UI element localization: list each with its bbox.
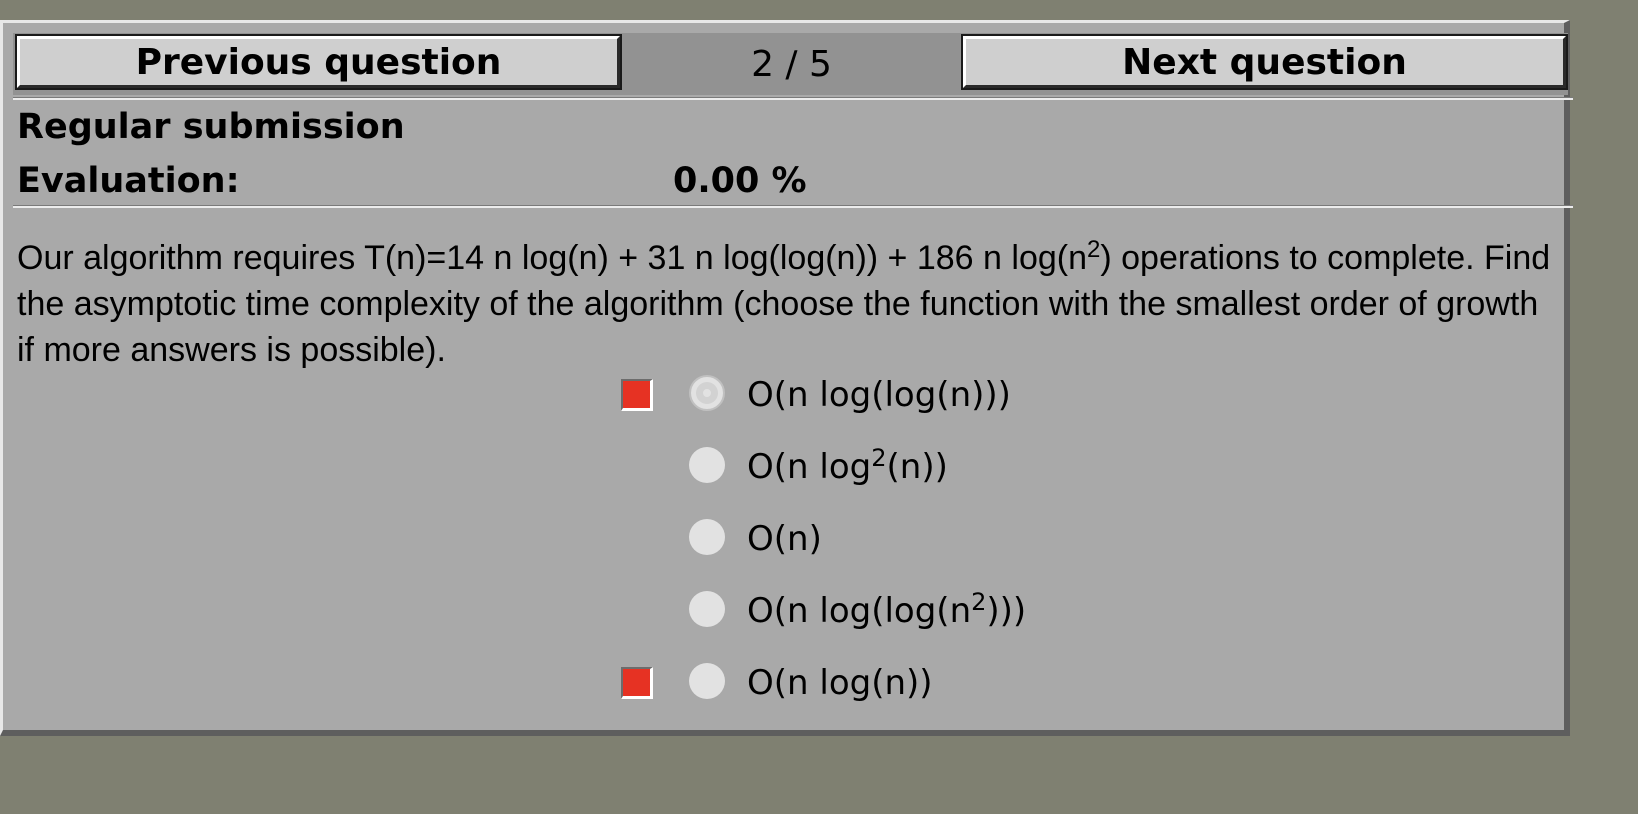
- answer-label[interactable]: O(n log(log(n2))): [747, 587, 1026, 635]
- evaluation-label: Evaluation:: [17, 161, 240, 201]
- answer-label-text: O(n): [747, 519, 822, 559]
- quiz-panel: Previous question 2 / 5 Next question Re…: [0, 20, 1573, 736]
- question-navbar: Previous question 2 / 5 Next question: [13, 33, 1568, 95]
- answer-radio[interactable]: [689, 663, 725, 699]
- previous-question-button[interactable]: Previous question: [15, 34, 622, 90]
- answer-label-text: O(n log(log(n))): [747, 375, 1011, 415]
- answer-label-text: O(n log: [747, 447, 872, 487]
- answer-mark-icon: [621, 379, 653, 411]
- answer-option[interactable]: O(n): [3, 515, 1203, 571]
- answer-label-sup: 2: [871, 444, 887, 472]
- answer-label[interactable]: O(n): [747, 515, 822, 563]
- evaluation-value: 0.00 %: [673, 161, 807, 201]
- divider: [13, 205, 1573, 208]
- answer-option[interactable]: O(n log(log(n))): [3, 371, 1203, 427]
- answer-label-text: O(n log(log(n: [747, 591, 972, 631]
- answer-radio[interactable]: [689, 519, 725, 555]
- submission-type: Regular submission: [17, 107, 405, 147]
- answer-option[interactable]: O(n log2(n)): [3, 443, 1203, 499]
- answer-radio[interactable]: [689, 447, 725, 483]
- answer-label[interactable]: O(n log2(n)): [747, 443, 948, 491]
- answer-label-text: ))): [986, 591, 1027, 631]
- question-superscript: 2: [1087, 236, 1101, 263]
- divider: [13, 97, 1573, 100]
- answer-radio[interactable]: [689, 375, 725, 411]
- answer-label-text: (n)): [886, 447, 948, 487]
- answer-label[interactable]: O(n log(log(n))): [747, 371, 1011, 419]
- next-question-button[interactable]: Next question: [961, 34, 1568, 90]
- question-text: Our algorithm requires T(n)=14 n log(n) …: [17, 235, 1557, 373]
- question-text-part: Our algorithm requires T(n)=14 n log(n) …: [17, 239, 1087, 277]
- answer-option[interactable]: O(n log(n)): [3, 659, 1203, 715]
- answer-mark-icon: [621, 667, 653, 699]
- answer-label-text: O(n log(n)): [747, 663, 933, 703]
- answer-label[interactable]: O(n log(n)): [747, 659, 933, 707]
- answer-label-sup: 2: [971, 588, 987, 616]
- question-text-part: ) operations to complete. Find the asymp…: [17, 239, 1551, 369]
- question-counter: 2 / 5: [751, 43, 832, 85]
- answer-option[interactable]: O(n log(log(n2))): [3, 587, 1203, 643]
- answer-radio[interactable]: [689, 591, 725, 627]
